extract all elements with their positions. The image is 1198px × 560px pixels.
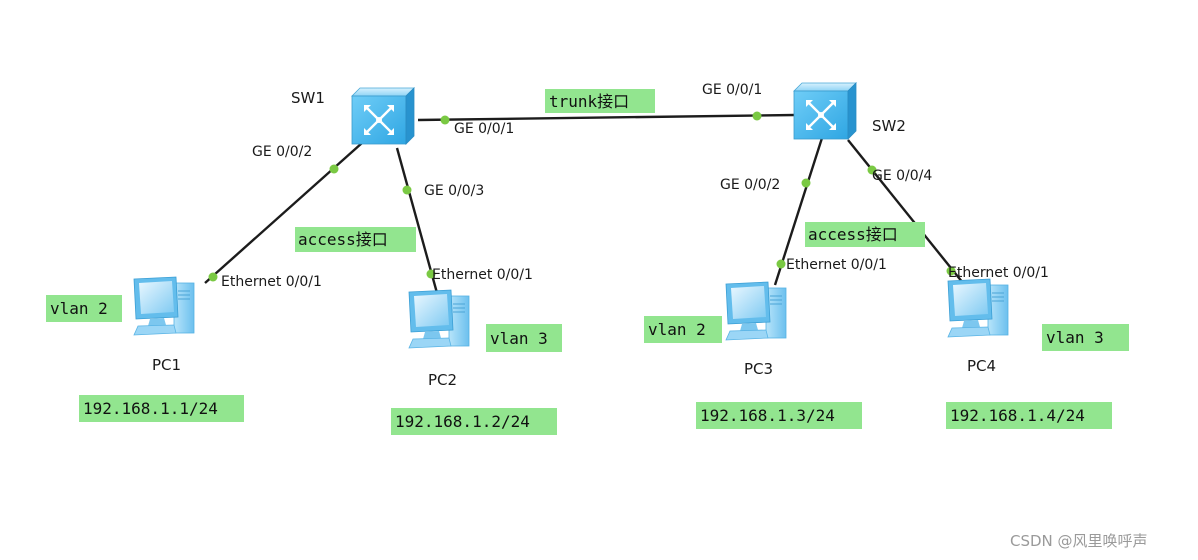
pc2-ip-tag: 192.168.1.2/24: [391, 408, 557, 435]
switch-icon: [792, 81, 858, 141]
pc-pc4[interactable]: [947, 278, 1009, 338]
pc-pc3[interactable]: [725, 281, 787, 341]
access-tag-left-text: access接口: [298, 230, 388, 249]
pc3-vlan-tag: vlan 2: [644, 316, 722, 343]
pc4-label: PC4: [967, 357, 996, 375]
access-tag-right-text: access接口: [808, 225, 898, 244]
pc1-vlan-tag: vlan 2: [46, 295, 122, 322]
port-dot: [801, 178, 811, 188]
pc-icon: [725, 281, 787, 341]
trunk-link: [417, 113, 796, 122]
pc-pc1[interactable]: [133, 276, 195, 336]
link-sw2-pc4: [847, 139, 964, 284]
link-sw1-pc2: [395, 147, 439, 294]
pc1-ip-text: 192.168.1.1/24: [83, 399, 218, 418]
sw1-port-ge002: GE 0/0/2: [252, 144, 312, 160]
pc3-ip-text: 192.168.1.3/24: [700, 406, 835, 425]
pc4-vlan-text: vlan 3: [1046, 328, 1104, 347]
port-dot: [946, 266, 956, 276]
pc2-vlan-text: vlan 3: [490, 329, 548, 348]
sw1-label: SW1: [291, 89, 325, 107]
pc2-label: PC2: [428, 371, 457, 389]
switch-sw2[interactable]: [792, 81, 858, 141]
pc-icon: [133, 276, 195, 336]
trunk-tag-text: trunk接口: [549, 92, 629, 111]
pc4-port-eth: Ethernet 0/0/1: [948, 265, 1049, 281]
sw2-port-ge004: GE 0/0/4: [872, 168, 932, 184]
pc-icon: [408, 289, 470, 349]
sw1-port-ge001: GE 0/0/1: [454, 121, 514, 137]
pc3-ip-tag: 192.168.1.3/24: [696, 402, 862, 429]
sw2-port-ge002: GE 0/0/2: [720, 177, 780, 193]
port-dot: [867, 165, 877, 175]
pc3-vlan-text: vlan 2: [648, 320, 706, 339]
pc-pc2[interactable]: [408, 289, 470, 349]
port-dot: [440, 115, 450, 125]
switch-icon: [350, 86, 416, 146]
pc1-port-eth: Ethernet 0/0/1: [221, 274, 322, 290]
pc2-vlan-tag: vlan 3: [486, 324, 562, 352]
pc4-vlan-tag: vlan 3: [1042, 324, 1129, 351]
pc4-ip-tag: 192.168.1.4/24: [946, 402, 1112, 429]
port-dot: [752, 111, 762, 121]
pc1-ip-tag: 192.168.1.1/24: [79, 395, 244, 422]
pc2-ip-text: 192.168.1.2/24: [395, 412, 530, 431]
port-dot: [776, 259, 786, 269]
access-tag-left: access接口: [295, 227, 416, 252]
pc1-label: PC1: [152, 356, 181, 374]
switch-sw1[interactable]: [350, 86, 416, 146]
access-tag-right: access接口: [805, 222, 925, 247]
pc1-vlan-text: vlan 2: [50, 299, 108, 318]
port-dot: [426, 269, 436, 279]
pc2-port-eth: Ethernet 0/0/1: [432, 267, 533, 283]
trunk-tag: trunk接口: [545, 89, 655, 113]
port-dot: [329, 164, 339, 174]
watermark: CSDN @风里唤呼声: [1010, 532, 1148, 550]
pc3-label: PC3: [744, 360, 773, 378]
sw1-port-ge003: GE 0/0/3: [424, 183, 484, 199]
pc3-port-eth: Ethernet 0/0/1: [786, 257, 887, 273]
link-sw1-pc1: [204, 142, 363, 284]
sw2-port-ge001: GE 0/0/1: [702, 82, 762, 98]
pc-icon: [947, 278, 1009, 338]
pc4-ip-text: 192.168.1.4/24: [950, 406, 1085, 425]
port-dot: [402, 185, 412, 195]
sw2-label: SW2: [872, 117, 906, 135]
port-dot: [208, 272, 218, 282]
